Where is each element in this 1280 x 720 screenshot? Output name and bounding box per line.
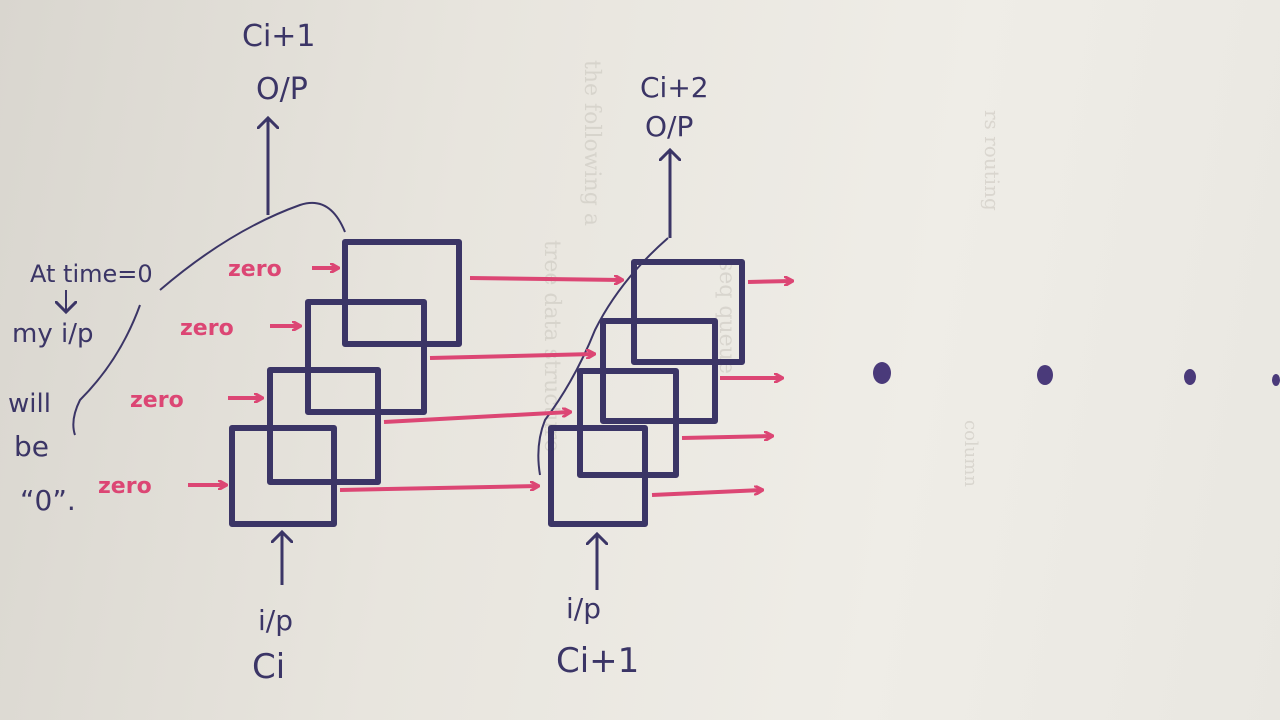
note-line-3: will (8, 389, 51, 419)
cell-2-input: i/p Ci+1 (556, 534, 639, 681)
svg-text:the following a: the following a (579, 60, 604, 226)
state-arrow-4 (469, 278, 622, 280)
cell-2-stack (548, 259, 745, 527)
zero-label-3: zero (180, 316, 234, 341)
note-line-1: At time=0 (30, 260, 153, 288)
cell-1-stack (229, 239, 462, 527)
state-arrows (339, 278, 622, 492)
note-line-4: be (14, 430, 49, 463)
state-arrow-3 (429, 354, 594, 360)
zero-input-arrows (188, 268, 338, 485)
continuation-dots (873, 362, 1280, 386)
cell-1-output-tag: O/P (256, 72, 308, 107)
state-arrow-2 (383, 412, 570, 424)
cell-2-output: Ci+2 O/P (640, 71, 709, 238)
state-arrow-1 (339, 486, 538, 492)
out-arrow-2 (681, 436, 772, 438)
cell-1-input: i/p Ci (252, 532, 293, 687)
cell-2-box-2 (577, 368, 679, 478)
cell-1-output: Ci+1 O/P (242, 19, 316, 215)
zero-label-1: zero (98, 474, 152, 499)
svg-text:column: column (960, 420, 981, 487)
out-arrow-4 (747, 281, 792, 282)
dot-1 (873, 362, 891, 384)
svg-text:seq queue: seq queue (714, 260, 739, 374)
cell-1-box-3 (305, 299, 427, 415)
zero-label-2: zero (130, 388, 184, 413)
cell-2-curve (537, 237, 669, 476)
time-note: At time=0 my i/p will be “0”. (8, 260, 153, 517)
note-line-5: “0”. (20, 484, 76, 517)
bleed-through-text: the following a tree data structure seq … (539, 60, 1004, 487)
note-line-2: my i/p (12, 319, 93, 349)
cell-1-box-1 (229, 425, 337, 527)
cell-1-input-tag: i/p (258, 604, 293, 637)
cell-2-output-tag: O/P (645, 110, 693, 143)
zero-label-4: zero (228, 257, 282, 282)
svg-text:rs routing: rs routing (980, 110, 1004, 211)
cell-2-input-tag: i/p (566, 592, 601, 625)
cell-2-input-label: Ci+1 (556, 641, 639, 681)
out-arrow-1 (651, 490, 762, 497)
outgoing-arrows (651, 281, 792, 497)
cell-2-output-label: Ci+2 (640, 71, 709, 104)
note-curve-2 (72, 304, 141, 436)
cell-1-output-label: Ci+1 (242, 19, 316, 54)
dot-2 (1037, 365, 1053, 385)
cell-2-box-1 (548, 425, 648, 527)
svg-text:tree data structure: tree data structure (539, 240, 564, 452)
dot-3 (1184, 369, 1196, 385)
note-curve-1 (159, 201, 346, 291)
cell-2-box-4 (631, 259, 745, 365)
dot-4 (1272, 374, 1280, 386)
cell-1-box-4 (342, 239, 462, 347)
cell-1-input-label: Ci (252, 647, 285, 687)
